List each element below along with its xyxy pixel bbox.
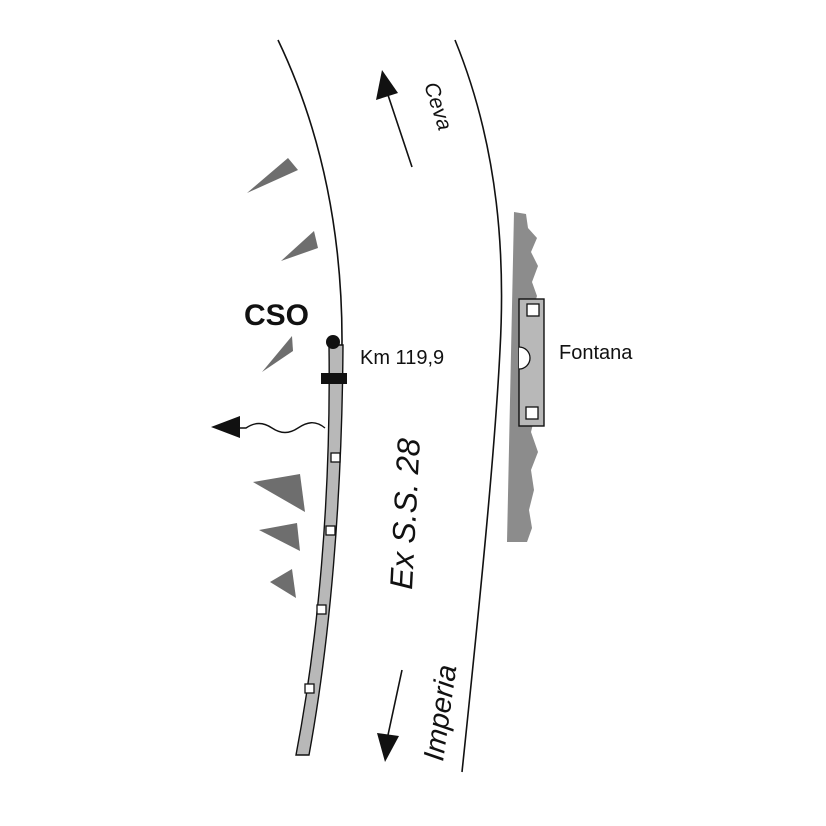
ceva-label: Ceva — [419, 79, 456, 133]
fontana-basin — [518, 298, 545, 427]
fontana-marker — [526, 303, 540, 317]
slope-mark — [281, 231, 318, 261]
channel-marker — [304, 683, 315, 694]
road-name-label: Ex S.S. 28 — [383, 437, 427, 590]
slope-mark — [259, 523, 300, 551]
fontana-marker — [525, 406, 539, 420]
slope-mark — [270, 569, 296, 598]
arrow-up-icon — [376, 70, 413, 168]
channel-marker — [330, 452, 341, 463]
channel-inspection-markers — [304, 452, 341, 694]
drainage-channel — [295, 344, 344, 756]
cso-label: CSO — [244, 299, 309, 332]
cso-weir — [321, 373, 347, 384]
channel-marker — [316, 604, 327, 615]
km-label: Km 119,9 — [360, 347, 444, 369]
road-right-edge — [454, 39, 503, 773]
slope-mark — [253, 474, 305, 512]
fontana-label: Fontana — [559, 342, 633, 364]
slope-mark — [247, 158, 298, 193]
arrow-down-icon — [377, 669, 403, 762]
slope-hachure-icon — [247, 158, 318, 598]
wavy-arrow-left-icon — [211, 416, 326, 438]
channel-marker — [325, 525, 336, 536]
imperia-label: Imperia — [418, 663, 463, 763]
slope-mark — [262, 336, 293, 372]
cso-point — [326, 335, 340, 349]
fontana-spout — [518, 346, 531, 370]
